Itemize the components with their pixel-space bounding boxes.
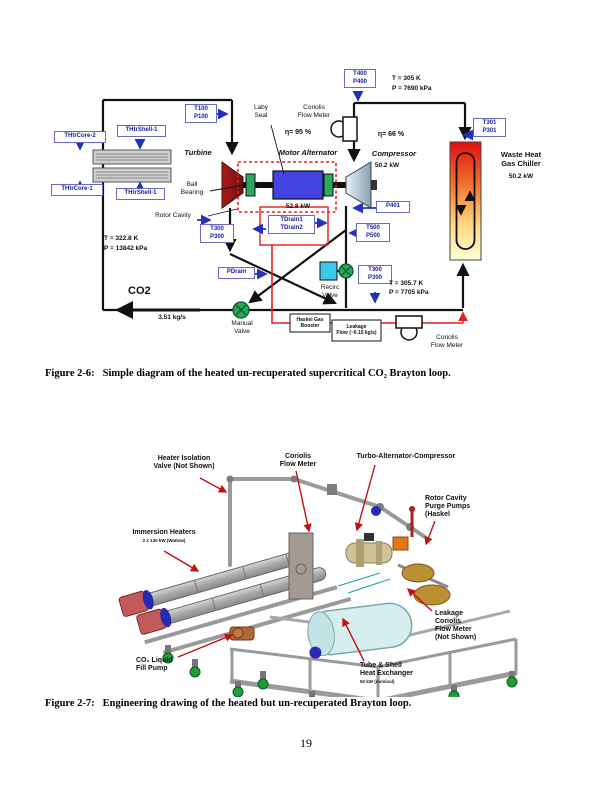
sensor-tdrain: TDrain1 TDrain2 — [268, 215, 315, 234]
immersion-heater-bars — [92, 149, 172, 183]
page-number: 19 — [300, 736, 312, 750]
heater-skid — [118, 549, 352, 655]
label-rotor-cavity: Rotor Cavity — [155, 212, 191, 219]
figure-2-6-caption-label: Figure 2-6: — [45, 368, 95, 379]
leader-lines — [207, 124, 285, 217]
label-laby-seal: Laby Seal — [253, 104, 269, 119]
sensor-t500-p500: T500 P500 — [356, 223, 390, 242]
label-co2: CO2 — [128, 285, 151, 297]
coriolis-meter-panel — [288, 532, 314, 600]
haskel-booster-box — [289, 313, 331, 333]
sensor-t400-p400: T400 P400 — [344, 69, 376, 88]
anno-rotor-cavity-purge-pumps: Rotor Cavity Purge Pumps (Haskel — [425, 495, 471, 518]
sensor-pdrain: PDrain — [218, 267, 255, 279]
sensor-t300-p300-rotor: T300 P300 — [200, 224, 234, 243]
label-turbine: Turbine — [184, 148, 212, 157]
turbo-alternator-compressor-shapes — [221, 161, 377, 209]
label-state-bottom: T = 305.7 K P = 7705 kPa — [389, 280, 429, 296]
label-leakage-flow: Leakage Flow (~0.15 kg/s) — [336, 324, 377, 336]
anno-turbo-alternator-compressor: Turbo-Alternator-Compressor — [356, 453, 456, 460]
brayton-loop-schematic: T100 P100 T400 P400 T301 P301 P401 T500 … — [40, 58, 580, 376]
label-chiller: Waste Heat Gas Chiller — [500, 150, 542, 168]
anno-heat-exchanger: Tube & Shell Heat Exchanger — [360, 662, 413, 677]
anno-leakage-coriolis-meter: Leakage Coriolis Flow Meter (Not Shown) — [435, 610, 477, 641]
sensor-thtrshell1-bottom: THtrShell-1 — [116, 188, 165, 200]
anno-immersion-heaters-rating: 2 x 130 kW (Watlow) — [142, 538, 186, 543]
label-ball-bearing: Ball Bearing — [180, 181, 204, 196]
label-compressor: Compressor — [371, 149, 417, 158]
label-state-left: T = 322.8 K P = 13842 kPa — [104, 235, 148, 252]
label-eta-turbine: η= 95 % — [284, 129, 312, 136]
rotor-cavity-dashed-boundary — [237, 161, 337, 213]
pipe-fittings — [226, 475, 414, 531]
purge-pump-manifold — [392, 506, 451, 606]
anno-heat-exchanger-rating: 50 kW (nominal) — [360, 679, 395, 684]
fill-pump-shape — [229, 626, 255, 641]
label-haskel-booster: Haskel Gas Booster — [296, 317, 324, 329]
figure-2-6-caption-text: Simple diagram of the heated un-recupera… — [102, 368, 451, 379]
coriolis-meter-top-icon — [330, 116, 358, 142]
label-manual-valve: Manual Valve — [231, 320, 253, 335]
anno-heater-isolation-valve: Heater Isolation Valve (Not Shown) — [153, 455, 215, 470]
label-state-top: T = 305 K P = 7690 kPa — [392, 75, 432, 92]
turbine-cone — [221, 161, 244, 209]
label-chiller-power: 50.2 kW — [508, 173, 534, 180]
annotation-arrows — [163, 464, 436, 662]
orange-junction-box — [392, 536, 409, 551]
label-coriolis-bottom: Coriolis Flow Meter — [430, 334, 464, 349]
leakage-flow-box — [331, 319, 382, 342]
figure-2-6-caption: Figure 2-6: Simple diagram of the heated … — [45, 368, 575, 379]
sensor-p401: P401 — [376, 201, 410, 213]
recirc-valve-icon — [319, 261, 354, 281]
label-mass-flow: 3.51 kg/s — [158, 314, 186, 321]
manual-valve-icon — [232, 301, 250, 319]
label-recirc-valve: Recirc Valve — [320, 284, 340, 299]
engineering-drawing-figure: Heater Isolation Valve (Not Shown) Corio… — [80, 445, 540, 717]
figure-2-7-caption-text: Engineering drawing of the heated but un… — [102, 698, 412, 709]
anno-immersion-heaters: Immersion Heaters — [132, 529, 196, 536]
teal-tubing — [337, 572, 391, 594]
sensor-thtrshell1-top: THtrShell-1 — [117, 125, 166, 137]
tac-unit — [345, 533, 393, 567]
compressor-nub — [371, 180, 377, 190]
label-motor-alternator: Motor Alternator — [278, 148, 338, 157]
figure-2-7-caption-label: Figure 2-7: — [45, 698, 95, 709]
sensor-thtrcore2: THtrCore-2 — [54, 131, 106, 143]
label-motor-power: 52.8 kW — [285, 203, 311, 210]
gas-chiller-vessel — [449, 141, 482, 261]
anno-coriolis-flow-meter: Coriolis Flow Meter — [279, 453, 317, 468]
label-coriolis-top: Coriolis Flow Meter — [297, 104, 331, 119]
motor-alternator-body — [272, 170, 324, 200]
sensor-t300-p300-comp-inlet: T300 P300 — [358, 265, 392, 284]
label-compressor-power: 50.2 kW — [374, 162, 400, 169]
label-eta-compressor: η= 66 % — [377, 131, 405, 138]
figure-2-7-caption: Figure 2-7: Engineering drawing of the he… — [45, 698, 575, 709]
sensor-thtrcore1: THtrCore-1 — [51, 184, 103, 196]
engineering-drawing — [118, 464, 518, 717]
coriolis-meter-bottom-icon — [395, 315, 423, 341]
anno-co2-fill-pump: CO₂ Liquid Fill Pump — [136, 657, 173, 672]
bearing-left — [245, 173, 256, 197]
schematic-drawing — [74, 91, 482, 342]
sensor-t301-p301: T301 P301 — [473, 118, 506, 137]
bearing-right — [323, 173, 334, 197]
sensor-t100-p100: T100 P100 — [185, 104, 217, 123]
sensor-arrows — [74, 91, 473, 304]
heat-exchanger-tank — [307, 602, 413, 659]
